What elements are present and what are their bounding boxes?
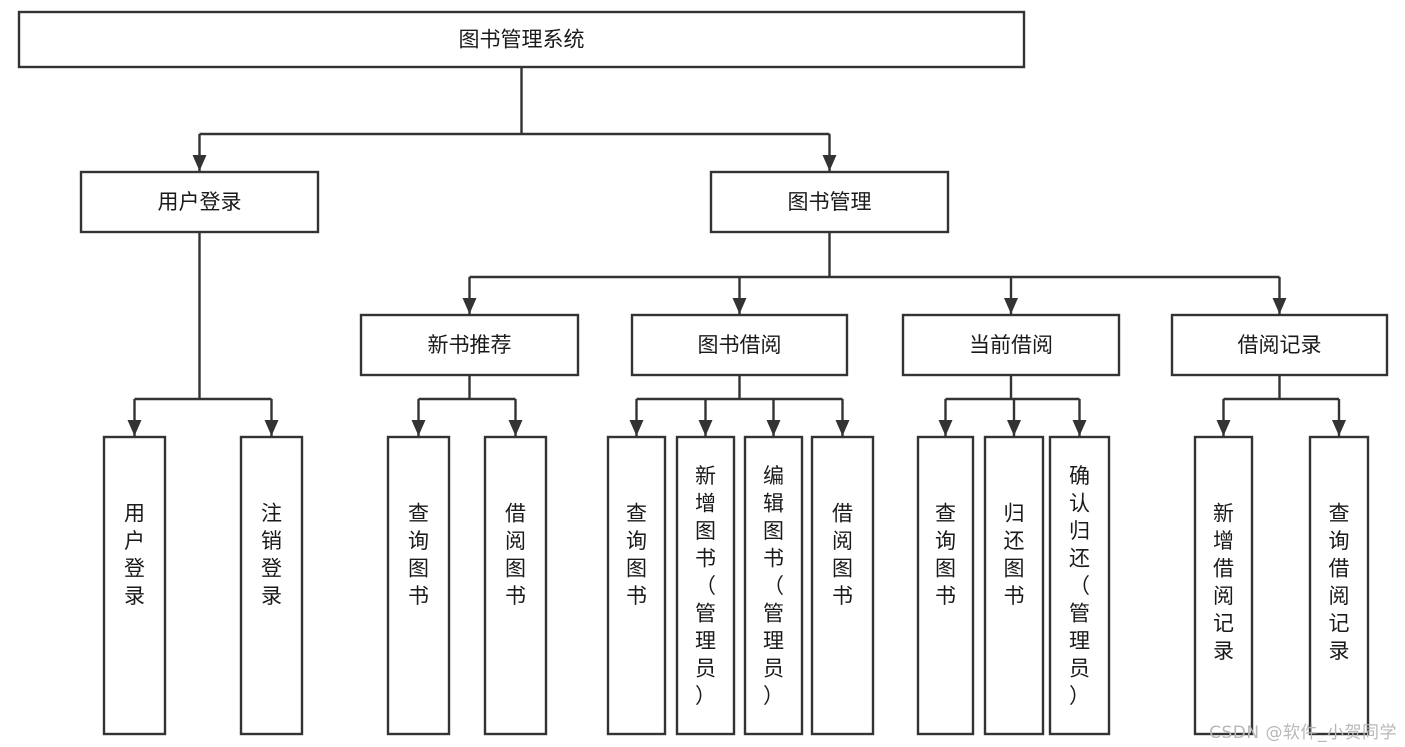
- node-label: 新增借阅记录: [1213, 501, 1234, 663]
- connector-arrow-icon: [411, 420, 426, 436]
- node-label: 确认归还（管理员）: [1069, 464, 1090, 708]
- node-query-book-1[interactable]: 查询图书: [386, 435, 451, 736]
- connector-arrow-icon: [1007, 420, 1021, 436]
- node-edit-book-admin[interactable]: 编辑图书（管理员）: [743, 435, 804, 736]
- node-label: 查询图书: [935, 501, 956, 608]
- node-confirm-return-admin[interactable]: 确认归还（管理员）: [1048, 435, 1111, 736]
- node-box: [79, 170, 320, 234]
- node-label: 归还图书: [1004, 501, 1025, 608]
- node-query-book-3[interactable]: 查询图书: [916, 435, 975, 736]
- node-return-book[interactable]: 归还图书: [983, 435, 1045, 736]
- connector-arrow-icon: [1072, 420, 1087, 436]
- node-box: [1308, 435, 1370, 736]
- node-label: 借阅图书: [832, 501, 853, 608]
- node-box: [1170, 313, 1389, 377]
- node-box: [916, 435, 975, 736]
- node-label: 查询图书: [408, 501, 429, 608]
- node-label: 图书管理: [788, 190, 872, 214]
- watermark-label: CSDN @软件_小贺同学: [1209, 723, 1397, 743]
- node-label: 编辑图书（管理员）: [763, 464, 784, 708]
- connector-arrow-icon: [938, 420, 953, 436]
- connector-arrow-icon: [1272, 298, 1287, 314]
- node-label: 图书借阅: [698, 333, 782, 357]
- connector-arrow-icon: [1216, 420, 1231, 436]
- node-box: [17, 10, 1026, 69]
- node-label: 借阅图书: [505, 501, 526, 608]
- node-box: [359, 313, 580, 377]
- node-box: [102, 435, 167, 736]
- node-borrow-book-1[interactable]: 借阅图书: [483, 435, 548, 736]
- node-borrow-record[interactable]: 借阅记录: [1170, 313, 1389, 377]
- connector-arrow-icon: [264, 420, 279, 436]
- node-box: [709, 170, 950, 234]
- connector-arrow-icon: [1004, 298, 1018, 314]
- node-label: 注销登录: [261, 501, 282, 608]
- node-box: [901, 313, 1121, 377]
- node-label: 用户登录: [124, 501, 145, 608]
- connector-arrow-icon: [766, 420, 781, 436]
- node-user-login[interactable]: 用户登录: [79, 170, 320, 234]
- node-box: [743, 435, 804, 736]
- node-box: [630, 313, 849, 377]
- node-box: [606, 435, 667, 736]
- node-add-borrow-record[interactable]: 新增借阅记录: [1193, 435, 1254, 736]
- node-add-book-admin[interactable]: 新增图书（管理员）: [675, 435, 736, 736]
- connector-arrow-icon: [508, 420, 523, 436]
- node-box: [483, 435, 548, 736]
- connector-arrow-icon: [192, 155, 207, 171]
- node-label: 新书推荐: [428, 333, 512, 357]
- node-label: 借阅记录: [1238, 333, 1322, 357]
- connector-arrow-icon: [629, 420, 644, 436]
- node-borrow-book-2[interactable]: 借阅图书: [810, 435, 875, 736]
- node-user-logout-leaf[interactable]: 注销登录: [239, 435, 304, 736]
- connector-arrow-icon: [732, 298, 747, 314]
- connector-arrow-icon: [698, 420, 713, 436]
- node-label: 当前借阅: [969, 333, 1053, 357]
- node-query-book-2[interactable]: 查询图书: [606, 435, 667, 736]
- node-box: [810, 435, 875, 736]
- node-book-borrow[interactable]: 图书借阅: [630, 313, 849, 377]
- node-box: [675, 435, 736, 736]
- connector-arrow-icon: [462, 298, 477, 314]
- node-box: [386, 435, 451, 736]
- node-root[interactable]: 图书管理系统: [17, 10, 1026, 69]
- node-user-login-leaf[interactable]: 用户登录: [102, 435, 167, 736]
- node-box: [239, 435, 304, 736]
- node-new-book-recommend[interactable]: 新书推荐: [359, 313, 580, 377]
- connector-arrow-icon: [127, 420, 142, 436]
- node-label: 图书管理系统: [459, 28, 585, 52]
- node-label: 用户登录: [158, 190, 242, 214]
- node-label: 新增图书（管理员）: [695, 464, 716, 708]
- node-current-borrow[interactable]: 当前借阅: [901, 313, 1121, 377]
- node-book-management[interactable]: 图书管理: [709, 170, 950, 234]
- connector-arrow-icon: [1332, 420, 1346, 436]
- node-query-borrow-record[interactable]: 查询借阅记录: [1308, 435, 1370, 736]
- node-box: [983, 435, 1045, 736]
- connector-arrow-icon: [822, 155, 837, 171]
- connector-arrow-icon: [835, 420, 850, 436]
- node-box: [1048, 435, 1111, 736]
- node-label: 查询图书: [626, 501, 647, 608]
- node-box: [1193, 435, 1254, 736]
- node-label: 查询借阅记录: [1329, 501, 1350, 663]
